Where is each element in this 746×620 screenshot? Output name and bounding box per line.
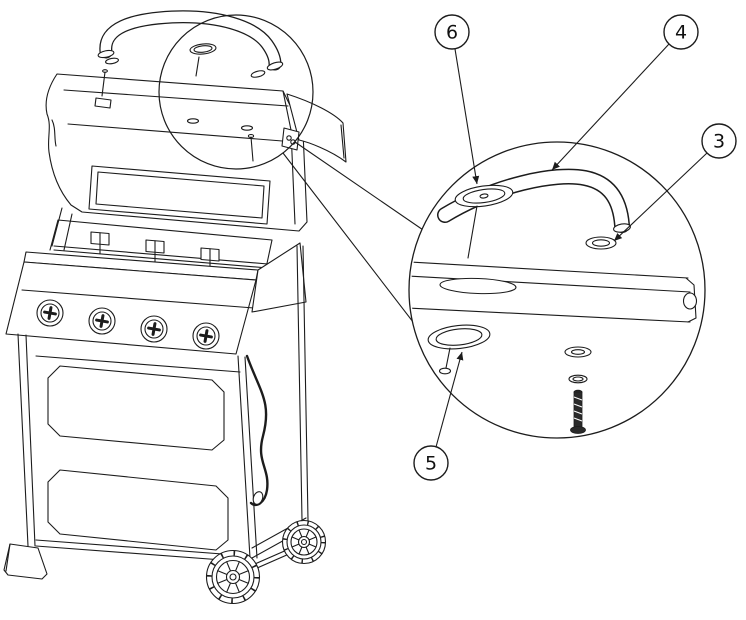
right-washer [250,70,266,78]
callout-4: 4 [551,14,699,171]
zoom-source-circle [158,14,314,170]
left-washer [105,57,119,65]
callout-3-balloon [701,123,737,159]
callout-5: 5 [413,351,464,481]
handle-bezel [189,43,217,77]
small-washer [186,118,200,124]
hose-regulator [252,491,264,505]
cart [3,245,309,580]
knob-4 [192,322,220,350]
small-nut-part [438,367,452,375]
bar-end-cap [682,292,698,310]
side-shelf-bracket [281,93,347,163]
wheel-rear [281,519,327,565]
detail-view-circle [408,141,706,439]
handle-left-flange [97,49,115,59]
handle-mount-slot [439,277,517,295]
small-washer [240,125,254,131]
grill-illustration [3,10,347,605]
lower-door [47,469,229,551]
callout-5-balloon [413,445,449,481]
knob-2 [88,307,116,335]
bezel-screw-axis [467,205,478,259]
control-knobs [36,299,220,350]
burner-bracket [200,247,220,271]
cup-bezel-part [427,324,491,375]
callout-4-label: 4 [675,22,687,44]
firebox-side-panel [251,242,307,313]
right-mount-screw [247,133,255,162]
callout-4-balloon [663,14,699,50]
callout-6-balloon [434,14,470,50]
wheel-front [205,549,261,605]
callout-6-label: 6 [446,22,458,44]
detail-view-contents [411,168,698,434]
callout-3-label: 3 [713,131,725,153]
flat-washer-part [564,346,592,358]
knob-3 [140,315,168,343]
callout-5-label: 5 [425,453,437,475]
top-bezel-part [454,184,514,208]
knob-1 [36,299,64,327]
callout-3: 3 [613,123,737,242]
screw-part [570,389,586,434]
left-mount-screw [101,69,108,97]
washer-part [585,236,617,250]
left-foot [3,543,48,580]
callout-6: 6 [434,14,480,185]
lock-washer-part [568,374,588,384]
gas-hose [245,354,269,507]
burner-bracket [90,231,110,255]
callouts: 6 4 3 5 [413,14,737,481]
upper-door [47,365,225,451]
burner-bracket [145,239,165,263]
lid-front-bar [411,261,698,323]
handle-right-flange [266,61,284,71]
lid-handle [97,10,284,162]
